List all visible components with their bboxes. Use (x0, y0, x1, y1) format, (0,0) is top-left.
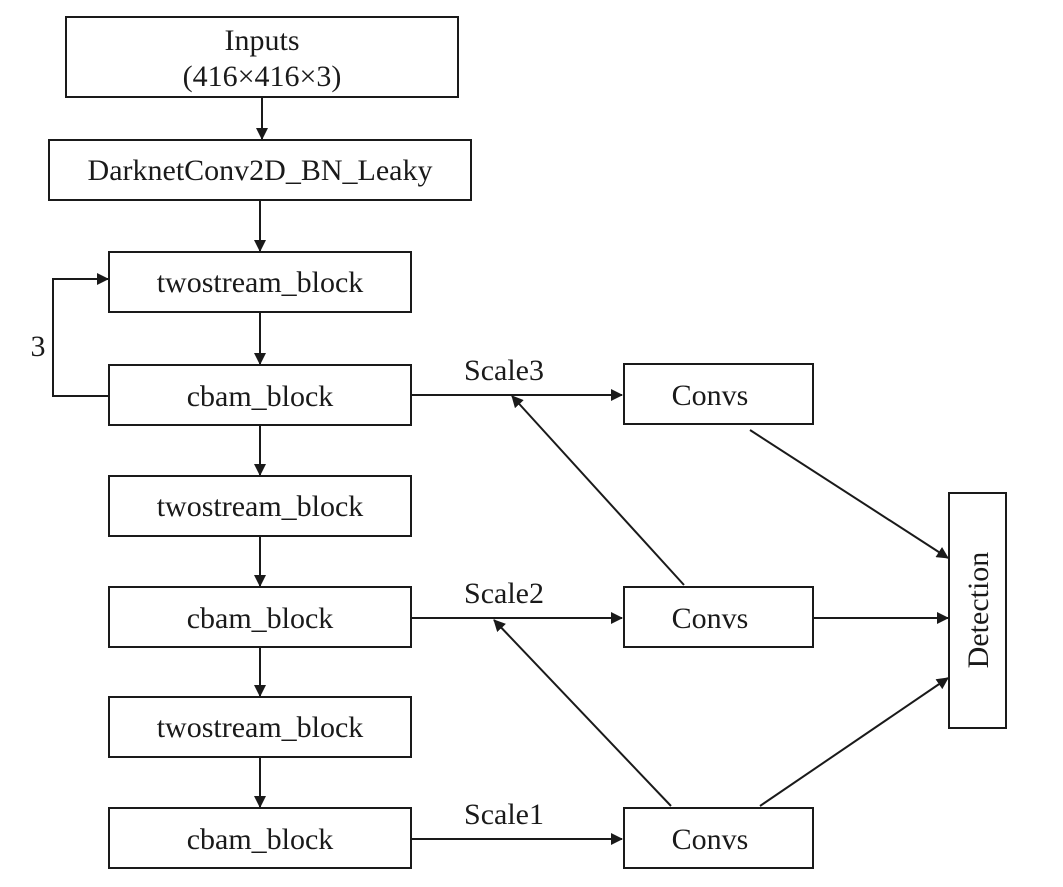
scale1-label: Scale1 (464, 798, 544, 831)
convs-node-scale3: Convs (623, 363, 814, 425)
inputs-label: Inputs (225, 24, 300, 57)
detection-node: Detection (948, 492, 1007, 729)
cbam-block-3: cbam_block (108, 807, 412, 869)
convs-scale1-label: Convs (672, 823, 749, 856)
convs-scale2-label: Convs (672, 602, 749, 635)
edge-convs-scale1-up-to-scale2 (493, 619, 672, 807)
cbam-block-2-label: cbam_block (187, 602, 334, 635)
cbam-block-3-label: cbam_block (187, 823, 334, 856)
repeat-count-label: 3 (31, 330, 46, 363)
edge-repeat-loop (52, 273, 109, 397)
convs-scale3-label: Convs (672, 379, 749, 412)
cbam-block-1-label: cbam_block (187, 380, 334, 413)
edge-convs-scale2-up-to-scale3 (511, 395, 685, 586)
inputs-shape-label: (416×416×3) (183, 60, 342, 93)
darknet-conv-label: DarknetConv2D_BN_Leaky (88, 154, 433, 187)
convs-node-scale1: Convs (623, 807, 814, 869)
cbam-block-2: cbam_block (108, 586, 412, 648)
detection-label: Detection (962, 552, 995, 669)
twostream-block-3: twostream_block (108, 696, 412, 758)
convs-node-scale2: Convs (623, 586, 814, 648)
twostream-block-1: twostream_block (108, 251, 412, 313)
twostream-block-2-label: twostream_block (157, 490, 364, 523)
twostream-block-1-label: twostream_block (157, 266, 364, 299)
edge-convs-scale1-to-detection (759, 677, 949, 807)
cbam-block-1: cbam_block (108, 364, 412, 426)
twostream-block-2: twostream_block (108, 475, 412, 537)
edge-convs-scale3-to-detection (749, 429, 949, 559)
inputs-node: Inputs (416×416×3) (65, 16, 459, 98)
darknet-conv-node: DarknetConv2D_BN_Leaky (48, 139, 472, 201)
twostream-block-3-label: twostream_block (157, 711, 364, 744)
scale3-label: Scale3 (464, 354, 544, 387)
scale2-label: Scale2 (464, 577, 544, 610)
